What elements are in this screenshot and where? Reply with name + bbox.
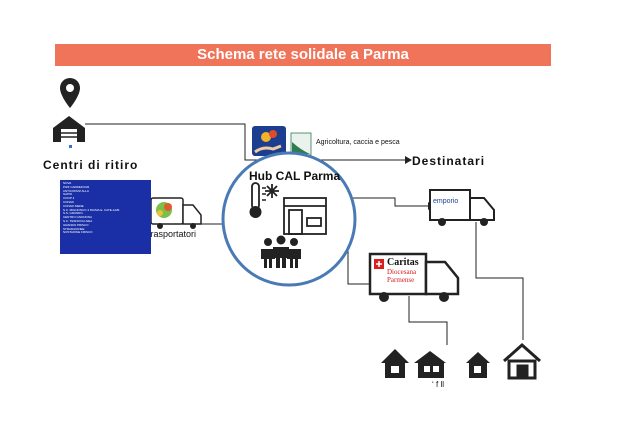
- page-title: Schema rete solidale a Parma: [55, 44, 551, 66]
- caritas-sub-label-2: Parmense: [387, 276, 415, 284]
- line-hub-emporio: [327, 197, 428, 207]
- truck-icon: [150, 197, 202, 229]
- list-item: CONAD SIEDE: [63, 204, 84, 208]
- caritas-label: Caritas: [387, 257, 419, 268]
- house-icon: [381, 349, 409, 378]
- list-item: S.C. MIGNONCO 4 RIASIA E. CATE-ALBI: [63, 208, 120, 212]
- list-item: PIZZ CARREFOUR: [63, 185, 90, 189]
- list-item: S.S. GRANDO: [63, 212, 83, 216]
- snowflake-icon: [265, 184, 279, 198]
- list-item: CENTRO GNONONA: [63, 216, 93, 220]
- list-item: STRADAIONEE: [63, 227, 85, 231]
- destinatari-label: Destinatari: [412, 154, 486, 168]
- list-item: SOSTAIONE FRISCO: [63, 231, 93, 235]
- warehouse-icon: [53, 116, 85, 142]
- list-item: COOP 4: [63, 197, 75, 201]
- trasportatori-label: trasportatori: [148, 229, 197, 239]
- emporio-label: emporio: [433, 198, 459, 205]
- storefront-icon: [283, 197, 327, 235]
- list-item: NOVA: [63, 182, 72, 185]
- list-item: CONAD: [63, 200, 74, 204]
- house-icon: [466, 352, 490, 378]
- list-item: GRANDO PRISCO: [63, 223, 89, 227]
- bottom-partial-text: ʻ f ll: [432, 380, 444, 389]
- caritas-truck-icon: [368, 252, 460, 302]
- list-item: S.C. TESNOCIA AIEA: [63, 219, 93, 223]
- arrow-destinatari: [405, 156, 412, 164]
- people-icon: [261, 235, 301, 268]
- agricoltura-label: Agricoltura, caccia e pesca: [316, 139, 400, 146]
- line-emporio-houses: [475, 222, 524, 340]
- hub-label: Hub CAL Parma: [249, 169, 341, 183]
- line-centri-destinatari: [85, 123, 405, 161]
- line-caritas-houses: [408, 296, 448, 345]
- list-item: SAPIO: [63, 193, 73, 197]
- house-icon: [503, 342, 541, 380]
- location-pin-icon: [60, 78, 80, 108]
- house-icon: [414, 351, 446, 378]
- thermometer-icon: [249, 182, 266, 218]
- emporio-truck-icon: [429, 189, 495, 226]
- blue-dot: [69, 145, 72, 148]
- caritas-sub-label: Diocesana: [387, 268, 417, 276]
- centri-label: Centri di ritiro: [43, 158, 139, 172]
- hand-icon: [252, 126, 286, 156]
- list-item: ANTICOPIZZ ALLA: [63, 189, 89, 193]
